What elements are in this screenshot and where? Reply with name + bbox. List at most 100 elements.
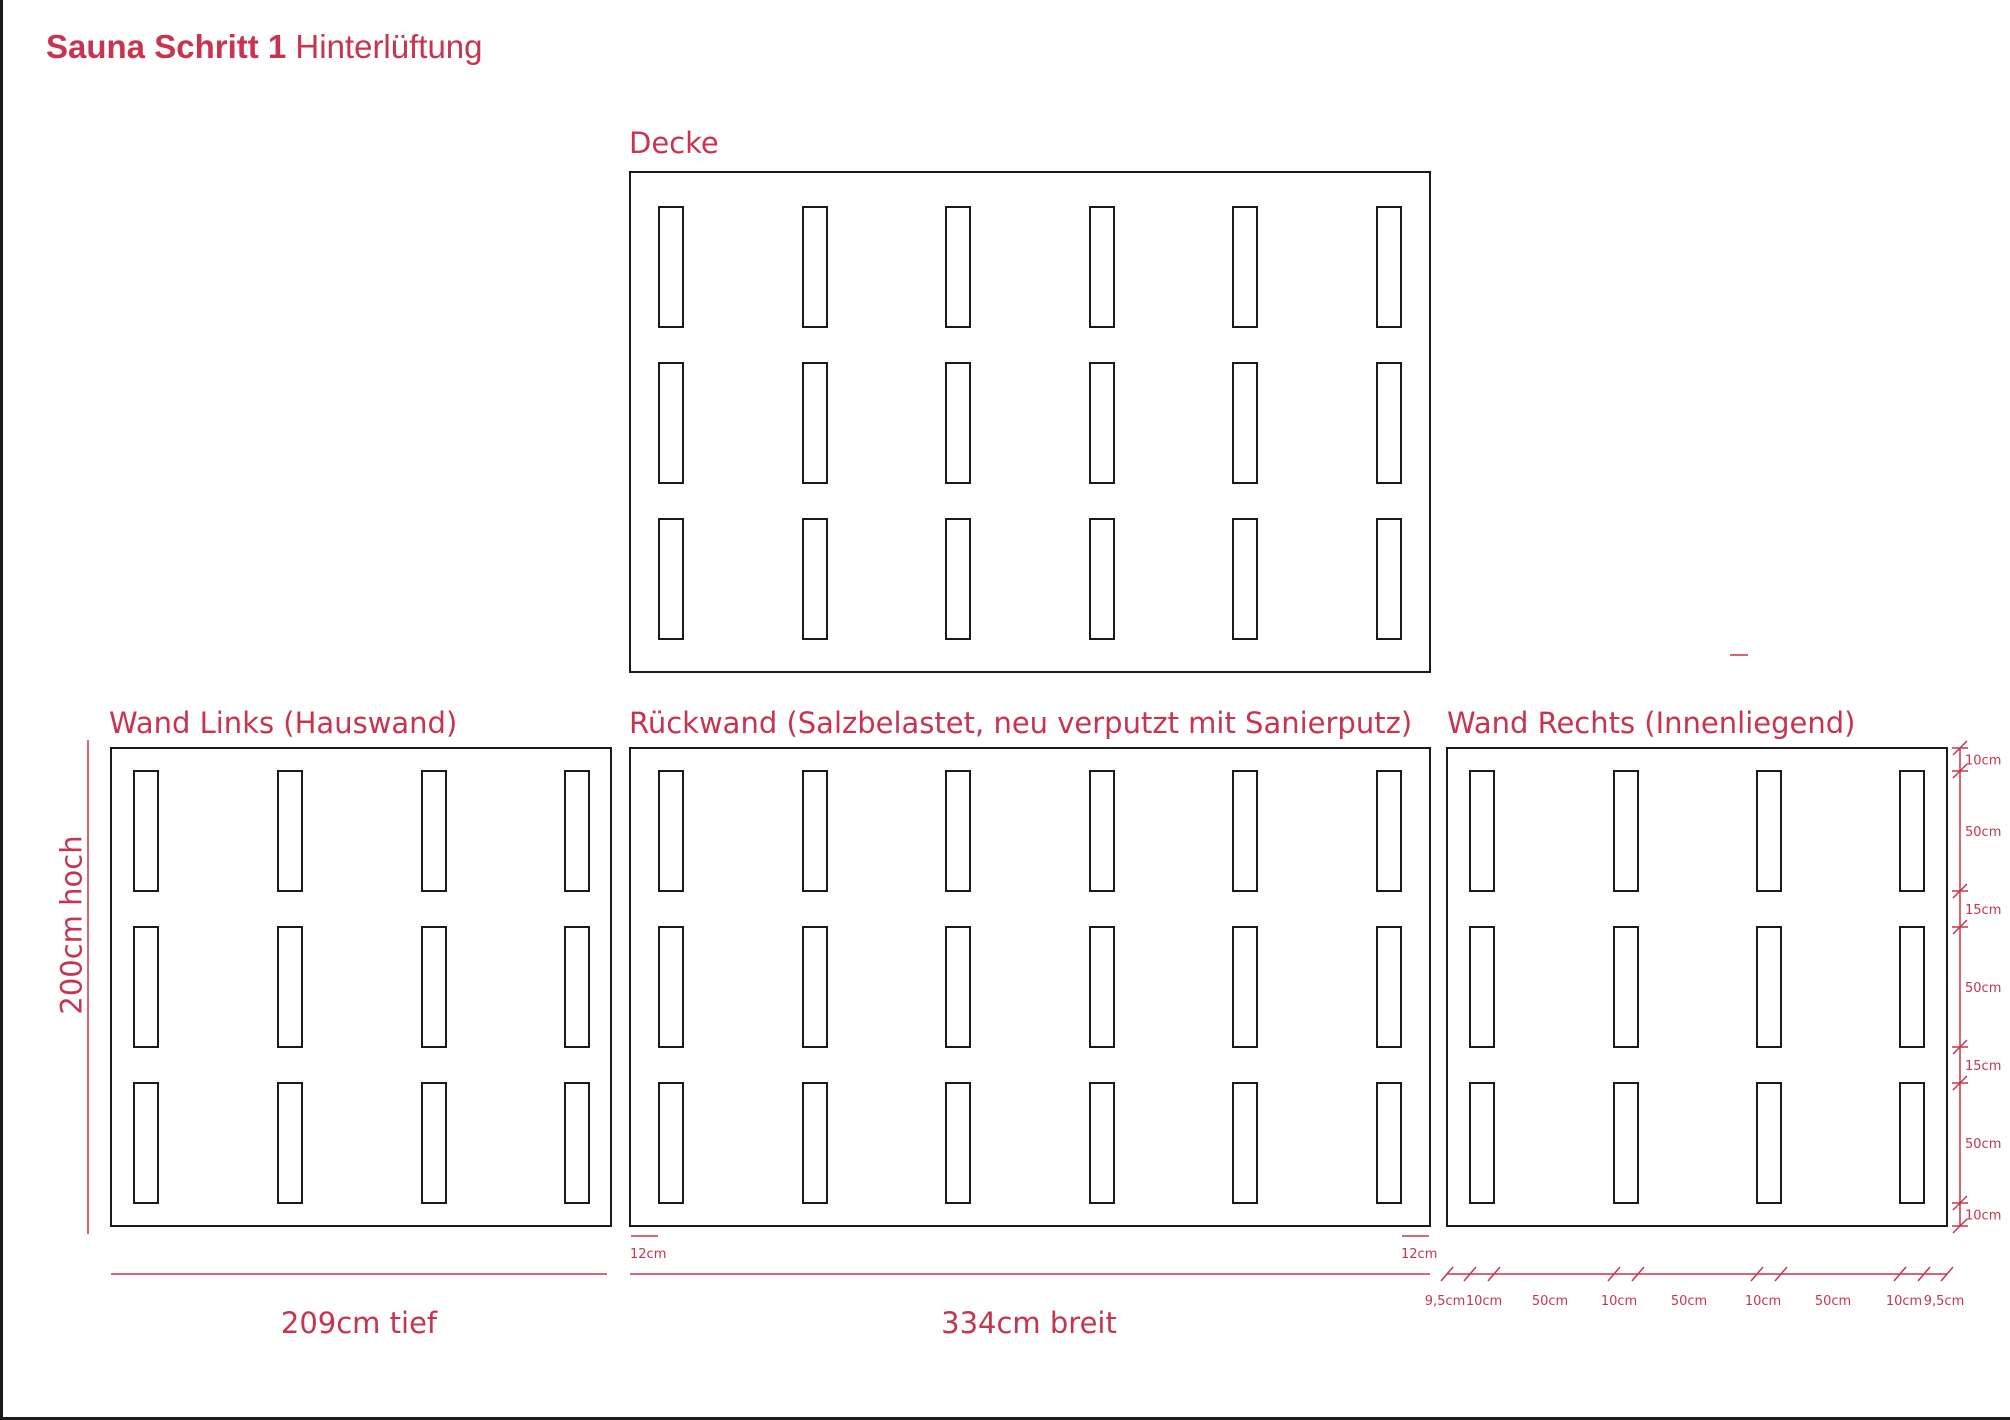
vent-slot-back-wall: [945, 770, 971, 892]
margin-label-right: 12cm: [1401, 1247, 1437, 1262]
vent-slot-ceiling: [945, 518, 971, 640]
horizontal-chain-label: 50cm: [1532, 1294, 1568, 1309]
vent-slot-back-wall: [945, 926, 971, 1048]
vent-slot-back-wall: [1089, 1082, 1115, 1204]
vent-slot-wall-left: [133, 1082, 159, 1204]
vent-slot-back-wall: [1089, 926, 1115, 1048]
vent-slot-back-wall: [945, 1082, 971, 1204]
vent-slot-ceiling: [1089, 518, 1115, 640]
label-width: 334cm breit: [941, 1306, 1117, 1340]
vent-slot-ceiling: [945, 362, 971, 484]
label-back-wall: Rückwand (Salzbelastet, neu verputzt mit…: [629, 706, 1413, 740]
vent-slot-wall-right: [1469, 770, 1495, 892]
vent-slot-wall-left: [564, 770, 590, 892]
vent-slot-ceiling: [1232, 518, 1258, 640]
horizontal-chain-tick: [1440, 1266, 1454, 1282]
horizontal-chain-tick: [1750, 1266, 1764, 1282]
vent-slot-back-wall: [1376, 926, 1402, 1048]
horizontal-chain-label: 10cm: [1886, 1294, 1922, 1309]
vent-slot-back-wall: [1232, 770, 1258, 892]
vent-slot-ceiling: [1376, 518, 1402, 640]
vent-slot-ceiling: [802, 518, 828, 640]
vertical-chain-label: 10cm: [1965, 1209, 2001, 1224]
horizontal-chain-tick: [1631, 1266, 1645, 1282]
vent-slot-wall-right: [1756, 770, 1782, 892]
horizontal-chain-tick: [1487, 1266, 1501, 1282]
horizontal-chain-label: 50cm: [1815, 1294, 1851, 1309]
vent-slot-back-wall: [1376, 1082, 1402, 1204]
panel-wall-left: [110, 747, 612, 1227]
vent-slot-ceiling: [658, 518, 684, 640]
horizontal-chain-tick: [1463, 1266, 1477, 1282]
vent-slot-back-wall: [1089, 770, 1115, 892]
vertical-chain-label: 50cm: [1965, 1137, 2001, 1152]
vent-slot-wall-right: [1469, 926, 1495, 1048]
vent-slot-back-wall: [802, 1082, 828, 1204]
horizontal-chain-tick: [1893, 1266, 1907, 1282]
horizontal-chain-tick: [1607, 1266, 1621, 1282]
vent-slot-ceiling: [1232, 362, 1258, 484]
page-title: Sauna Schritt 1 Hinterlüftung: [46, 28, 483, 66]
vent-slot-wall-left: [564, 1082, 590, 1204]
vent-slot-wall-right: [1613, 770, 1639, 892]
label-wall-right: Wand Rechts (Innenliegend): [1447, 706, 1856, 740]
vent-slot-wall-right: [1899, 1082, 1925, 1204]
vertical-chain-label: 15cm: [1965, 903, 2001, 918]
vent-slot-wall-right: [1613, 926, 1639, 1048]
vent-slot-back-wall: [658, 1082, 684, 1204]
vent-slot-ceiling: [802, 362, 828, 484]
vent-slot-ceiling: [658, 362, 684, 484]
vent-slot-wall-right: [1899, 770, 1925, 892]
title-rest: Hinterlüftung: [295, 28, 483, 65]
vent-slot-wall-left: [564, 926, 590, 1048]
vent-slot-wall-right: [1756, 926, 1782, 1048]
vent-slot-ceiling: [1376, 362, 1402, 484]
vent-slot-ceiling: [802, 206, 828, 328]
vent-slot-back-wall: [1232, 1082, 1258, 1204]
margin-label-left: 12cm: [630, 1247, 666, 1262]
vent-slot-wall-left: [421, 770, 447, 892]
vent-slot-back-wall: [1232, 926, 1258, 1048]
vent-slot-wall-right: [1469, 1082, 1495, 1204]
vent-slot-back-wall: [802, 926, 828, 1048]
vent-slot-wall-left: [421, 1082, 447, 1204]
horizontal-chain-label: 10cm: [1466, 1294, 1502, 1309]
horizontal-chain-label: 10cm: [1745, 1294, 1781, 1309]
vertical-chain-label: 10cm: [1965, 754, 2001, 769]
vent-slot-wall-right: [1756, 1082, 1782, 1204]
vent-slot-wall-right: [1899, 926, 1925, 1048]
panel-ceiling: [629, 171, 1431, 673]
horizontal-chain-label: 50cm: [1671, 1294, 1707, 1309]
horizontal-chain-tick: [1917, 1266, 1931, 1282]
label-ceiling: Decke: [629, 126, 719, 160]
label-wall-left: Wand Links (Hauswand): [109, 706, 458, 740]
vent-slot-ceiling: [1232, 206, 1258, 328]
vent-slot-wall-left: [133, 926, 159, 1048]
panel-wall-right: [1446, 747, 1948, 1227]
vent-slot-wall-left: [133, 770, 159, 892]
horizontal-chain-label: 9,5cm: [1924, 1294, 1965, 1309]
vent-slot-back-wall: [802, 770, 828, 892]
vertical-chain-label: 50cm: [1965, 981, 2001, 996]
horizontal-chain-tick: [1774, 1266, 1788, 1282]
vent-slot-back-wall: [1376, 770, 1402, 892]
label-depth: 209cm tief: [280, 1306, 438, 1340]
title-bold: Sauna Schritt 1: [46, 28, 287, 65]
vent-slot-wall-left: [421, 926, 447, 1048]
vertical-chain-label: 50cm: [1965, 825, 2001, 840]
vent-slot-ceiling: [1089, 206, 1115, 328]
vent-slot-ceiling: [945, 206, 971, 328]
vent-slot-ceiling: [1089, 362, 1115, 484]
horizontal-chain-tick: [1940, 1266, 1954, 1282]
panel-back-wall: [629, 747, 1431, 1227]
vent-slot-back-wall: [658, 926, 684, 1048]
horizontal-chain-label: 9,5cm: [1425, 1294, 1466, 1309]
horizontal-chain-label: 10cm: [1601, 1294, 1637, 1309]
vent-slot-wall-right: [1613, 1082, 1639, 1204]
vent-slot-ceiling: [1376, 206, 1402, 328]
vent-slot-back-wall: [658, 770, 684, 892]
vent-slot-wall-left: [277, 926, 303, 1048]
vertical-chain-label: 15cm: [1965, 1059, 2001, 1074]
